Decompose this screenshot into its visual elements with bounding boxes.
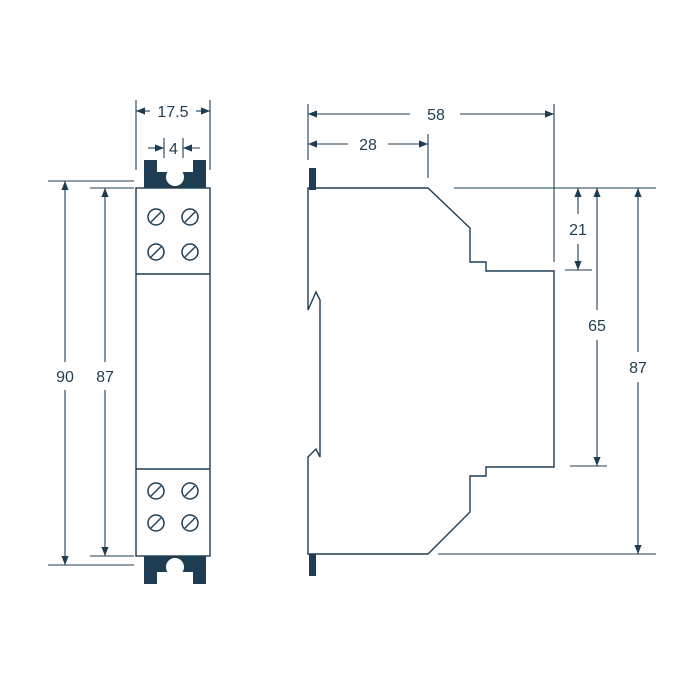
inner-height-dimension: 87 <box>90 187 134 557</box>
top-din-clip <box>144 160 206 188</box>
outer-height-dimension: 90 <box>48 180 134 566</box>
step-label: 21 <box>569 222 587 239</box>
side-height-dimension: 87 <box>438 187 656 555</box>
outer-height-label: 90 <box>56 369 74 386</box>
top-terminal-screws <box>147 208 199 261</box>
screw-icon <box>147 514 165 532</box>
depth-dimension: 58 <box>307 104 555 262</box>
middle-label: 65 <box>588 318 606 335</box>
inner-height-label: 87 <box>96 369 114 386</box>
side-view: 58 28 21 65 87 <box>307 104 656 576</box>
step-dimension: 21 <box>565 188 592 271</box>
screw-icon <box>181 243 199 261</box>
side-profile-outline <box>307 187 555 555</box>
screw-icon <box>147 482 165 500</box>
front-depth-dimension: 28 <box>308 134 429 178</box>
screw-icon <box>181 208 199 226</box>
screw-icon <box>181 482 199 500</box>
rail-label: 4 <box>169 141 178 158</box>
bottom-din-clip <box>144 556 206 584</box>
middle-dimension: 65 <box>570 188 607 467</box>
side-bottom-clip <box>309 554 316 576</box>
bottom-terminal-screws <box>147 482 199 532</box>
screw-icon <box>147 208 165 226</box>
rail-dimension: 4 <box>148 138 200 158</box>
width-dimension: 17.5 <box>135 100 211 170</box>
width-label: 17.5 <box>157 104 188 121</box>
screw-icon <box>147 243 165 261</box>
front-view: 17.5 4 90 87 <box>48 100 211 584</box>
depth-label: 58 <box>427 107 445 124</box>
front-depth-label: 28 <box>359 137 377 154</box>
side-height-label: 87 <box>629 360 647 377</box>
screw-icon <box>181 514 199 532</box>
side-top-clip <box>309 168 316 190</box>
front-body <box>135 187 211 557</box>
